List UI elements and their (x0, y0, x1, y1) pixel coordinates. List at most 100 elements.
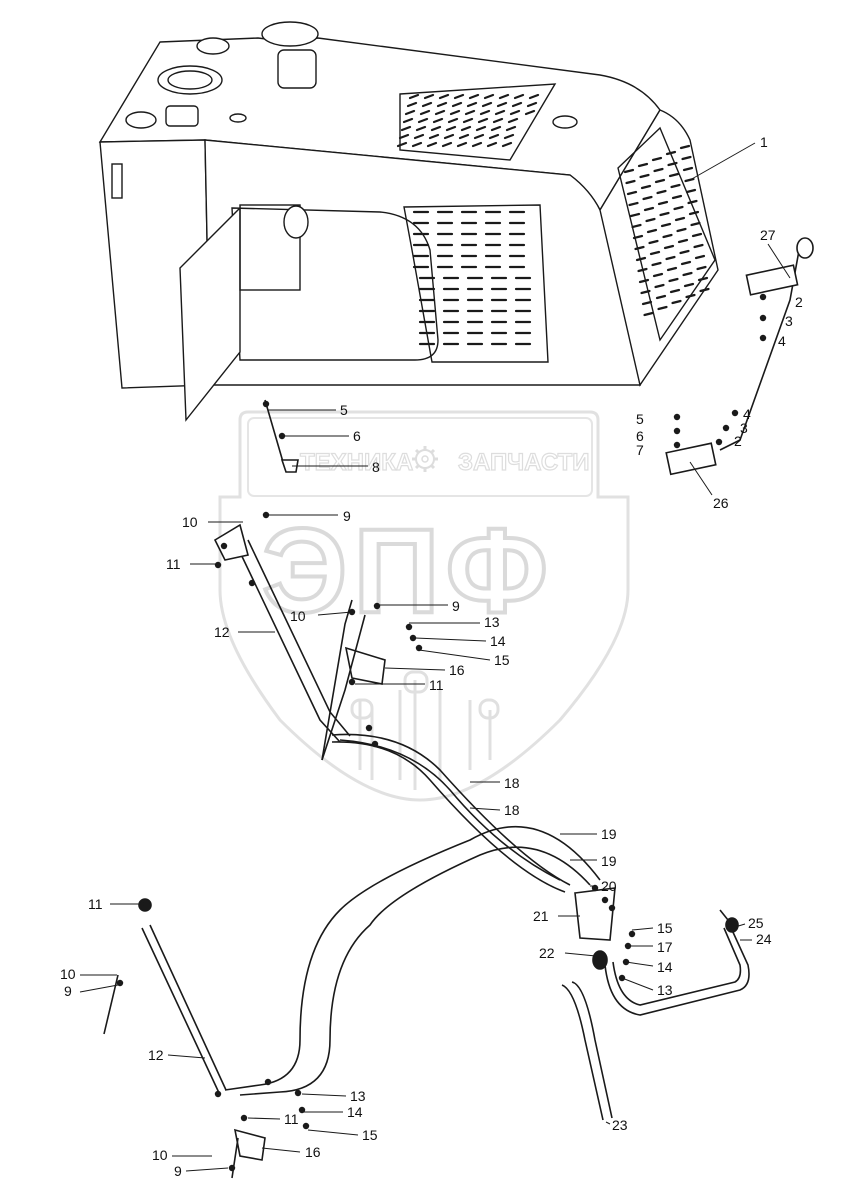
grille-slot (652, 272, 664, 278)
fastener (142, 900, 150, 908)
fastener (601, 896, 609, 904)
grille-slot (436, 101, 448, 108)
callout-11: 11 (284, 1111, 299, 1127)
grille-slot (628, 201, 639, 207)
fastener (409, 634, 417, 642)
cable-18-c (339, 739, 561, 881)
callout-12: 12 (214, 624, 230, 640)
callout-5: 5 (340, 402, 348, 418)
fastener (759, 334, 767, 342)
grille-slot (697, 276, 709, 282)
grille-slot (483, 93, 495, 100)
fastener (731, 409, 739, 417)
grille-slot (655, 294, 667, 300)
leader-line (414, 637, 487, 642)
callout-labels: 1 27 2 3 4 4 3 2 5 6 7 26 5 6 8 10 9 11 … (60, 134, 803, 1179)
tube-23-b (571, 981, 613, 1119)
grille-slot (481, 101, 493, 108)
knob-27 (796, 237, 814, 259)
callout-24: 24 (756, 931, 772, 947)
grille-slot (637, 267, 648, 273)
callout-12: 12 (148, 1047, 164, 1063)
gear-icon (412, 446, 438, 472)
leader-line (631, 927, 654, 931)
grille-slot (511, 101, 523, 108)
grille-slot (475, 125, 487, 132)
callout-9: 9 (343, 508, 351, 524)
fastener (673, 427, 681, 435)
grille-slot (671, 194, 683, 200)
grille-slot (638, 278, 650, 284)
grille-slot (668, 277, 679, 283)
leader-line (307, 1129, 359, 1136)
callout-18: 18 (504, 802, 520, 818)
grille-slot (460, 125, 472, 132)
fastener (348, 678, 356, 686)
grille-slot (471, 141, 483, 148)
fastener (116, 979, 124, 987)
grille-slot (660, 222, 672, 228)
cab-grille-slots (396, 93, 710, 346)
grille-slot (677, 238, 689, 244)
fastener (759, 293, 767, 301)
grille-slot (466, 101, 478, 108)
watermark-right-text: ЗАПЧАСТИ (458, 449, 590, 476)
grille-slot (447, 117, 459, 124)
callout-15: 15 (657, 920, 673, 936)
callout-4: 4 (778, 333, 786, 349)
watermark-big-text: ЭПФ (262, 504, 554, 638)
callout-3: 3 (785, 313, 793, 329)
grille-slot (641, 300, 653, 306)
grille-slot (507, 117, 519, 124)
grille-slot (441, 141, 453, 148)
fastener (715, 438, 723, 446)
callout-5: 5 (636, 411, 644, 427)
leader-lines (79, 142, 791, 1172)
grille-slot (642, 195, 653, 201)
grille-slot (458, 133, 470, 140)
leader-line (317, 611, 353, 616)
grille-slot (665, 255, 676, 261)
grille-slot (423, 93, 435, 100)
grille-slot (640, 184, 652, 190)
grille-slot (693, 243, 704, 249)
watermark-shield-outline (218, 410, 630, 802)
callout-6: 6 (636, 428, 644, 444)
grille-slot (690, 221, 701, 227)
fastener (608, 904, 616, 912)
leader-line (247, 1117, 281, 1120)
grille-slot (396, 141, 408, 148)
grille-slot (498, 93, 510, 100)
cup-8 (280, 459, 299, 473)
bracket-27 (745, 264, 799, 296)
fastener (722, 424, 730, 432)
grille-slot (632, 234, 644, 240)
callout-7: 7 (636, 442, 644, 458)
grille-slot (696, 265, 707, 271)
grille-slot (635, 256, 647, 262)
grille-slot (404, 109, 416, 116)
watermark-left-text: ТЕХНИКА (300, 449, 413, 476)
callout-6: 6 (353, 428, 361, 444)
fastener (302, 1122, 310, 1130)
fastener (759, 314, 767, 322)
fastener (294, 1089, 302, 1097)
grille-slot (438, 93, 450, 100)
grille-slot (639, 173, 650, 179)
leader-line (625, 961, 654, 967)
grille-slot (494, 109, 506, 116)
callout-11: 11 (429, 677, 444, 693)
grille-slot (687, 199, 698, 205)
cab-hood (98, 21, 719, 422)
grille-slot (671, 299, 682, 305)
callout-18: 18 (504, 775, 520, 791)
fastener (220, 542, 228, 550)
grille-slot (503, 133, 515, 140)
grille-slot (486, 141, 498, 148)
grille-slot (473, 133, 485, 140)
callout-2: 2 (734, 433, 742, 449)
callout-14: 14 (490, 633, 506, 649)
grille-slot (464, 109, 476, 116)
fastener (365, 724, 373, 732)
